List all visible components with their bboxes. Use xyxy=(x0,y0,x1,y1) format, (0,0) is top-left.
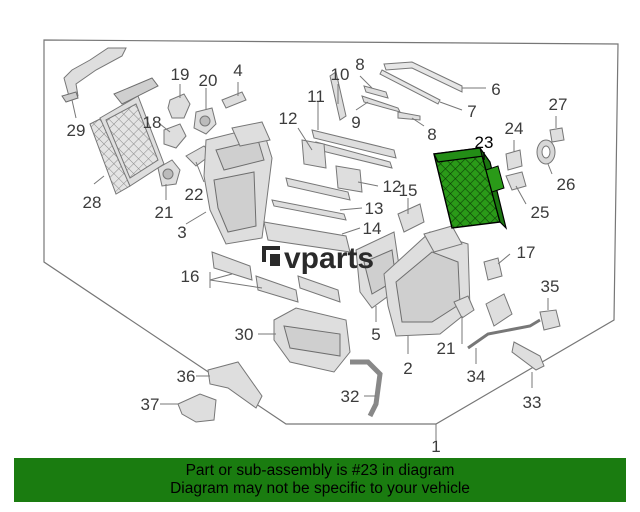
part-21-left-motor xyxy=(157,159,181,187)
part-8-link xyxy=(363,85,389,99)
callout-19: 19 xyxy=(171,65,190,84)
callout-25: 25 xyxy=(531,203,550,222)
part-34-hose xyxy=(467,318,541,350)
callout-28: 28 xyxy=(83,193,102,212)
part-13b-door xyxy=(271,199,347,221)
part-16c-door xyxy=(297,275,341,303)
part-13-door xyxy=(285,177,351,201)
part-4-bracket xyxy=(221,91,247,109)
callout-30: 30 xyxy=(235,325,254,344)
part-37-duct xyxy=(177,393,217,423)
part-12-bracket xyxy=(301,139,327,169)
callout-33: 33 xyxy=(523,393,542,412)
callout-8b: 8 xyxy=(427,125,436,144)
callout-12b: 12 xyxy=(383,177,402,196)
part-20-actuator xyxy=(193,107,217,135)
callout-6: 6 xyxy=(491,80,500,99)
watermark-logo: vparts xyxy=(262,242,374,275)
banner-line-1: Part or sub-assembly is #23 in diagram xyxy=(185,462,455,479)
part-19-actuator xyxy=(167,93,191,119)
part-2-case xyxy=(383,225,471,337)
callout-5: 5 xyxy=(371,325,380,344)
banner-line-2: Diagram may not be specific to your vehi… xyxy=(170,480,470,497)
info-banner: Part or sub-assembly is #23 in diagram D… xyxy=(14,458,626,502)
part-7-seal xyxy=(379,69,441,105)
part-17-connector xyxy=(483,257,503,281)
part-36-duct xyxy=(207,361,263,409)
callout-36: 36 xyxy=(177,367,196,386)
callout-22: 22 xyxy=(185,185,204,204)
callout-27: 27 xyxy=(549,95,568,114)
part-23-evaporator xyxy=(433,147,508,230)
part-8b-link xyxy=(397,111,421,121)
callout-34: 34 xyxy=(467,367,486,386)
part-27-cap xyxy=(549,127,565,143)
part-resistor xyxy=(485,293,513,327)
callout-labels: 1 2 3 4 5 6 7 8 8 9 10 11 12 12 13 14 15… xyxy=(67,55,576,456)
callout-29: 29 xyxy=(67,121,86,140)
callout-14: 14 xyxy=(363,219,382,238)
callout-10: 10 xyxy=(331,65,350,84)
parts-diagram: 1 2 3 4 5 6 7 8 8 9 10 11 12 12 13 14 15… xyxy=(43,39,619,456)
callout-26: 26 xyxy=(557,175,576,194)
callout-17: 17 xyxy=(517,243,536,262)
part-15-bracket xyxy=(397,203,425,233)
part-16b-door xyxy=(255,275,299,303)
callout-11: 11 xyxy=(307,87,325,106)
callout-2: 2 xyxy=(403,359,412,378)
callout-35: 35 xyxy=(541,277,560,296)
callout-7: 7 xyxy=(467,102,476,121)
callout-8a: 8 xyxy=(355,55,364,74)
callout-13: 13 xyxy=(365,199,384,218)
part-12b-bracket xyxy=(335,165,363,193)
callout-16: 16 xyxy=(181,267,200,286)
callout-21b: 21 xyxy=(437,339,456,358)
callout-12a: 12 xyxy=(279,109,298,128)
leader-lines xyxy=(71,75,557,440)
callout-20: 20 xyxy=(199,71,218,90)
part-32-hose xyxy=(350,359,383,418)
callout-23: 23 xyxy=(475,133,494,152)
part-18-actuator xyxy=(163,123,187,149)
callout-32: 32 xyxy=(341,387,360,406)
part-35-sensor xyxy=(539,309,561,331)
watermark-text: vparts xyxy=(284,242,374,275)
callout-37: 37 xyxy=(141,395,160,414)
callout-9: 9 xyxy=(351,113,360,132)
part-29-duct xyxy=(61,47,127,103)
part-25-bracket xyxy=(505,171,527,191)
part-11-door xyxy=(311,129,397,159)
callout-21a: 21 xyxy=(155,203,174,222)
part-14-door xyxy=(263,221,351,253)
part-30-lower-case xyxy=(273,307,351,373)
part-6-seal xyxy=(383,61,463,93)
part-24-motor xyxy=(505,149,523,171)
part-16-door xyxy=(211,251,253,281)
callout-15: 15 xyxy=(399,181,418,200)
part-28-heater-core xyxy=(89,77,165,195)
callout-4: 4 xyxy=(233,61,242,80)
part-21-right-motor xyxy=(453,295,475,319)
part-3-left-case xyxy=(203,121,273,245)
part-9-link xyxy=(361,95,401,113)
callout-18: 18 xyxy=(143,113,162,132)
callout-3: 3 xyxy=(177,223,186,242)
callout-24: 24 xyxy=(505,119,524,138)
part-26-ring xyxy=(536,139,556,165)
part-33-sensor xyxy=(511,341,545,371)
callout-1: 1 xyxy=(431,437,440,456)
watermark-emblem xyxy=(262,246,280,266)
